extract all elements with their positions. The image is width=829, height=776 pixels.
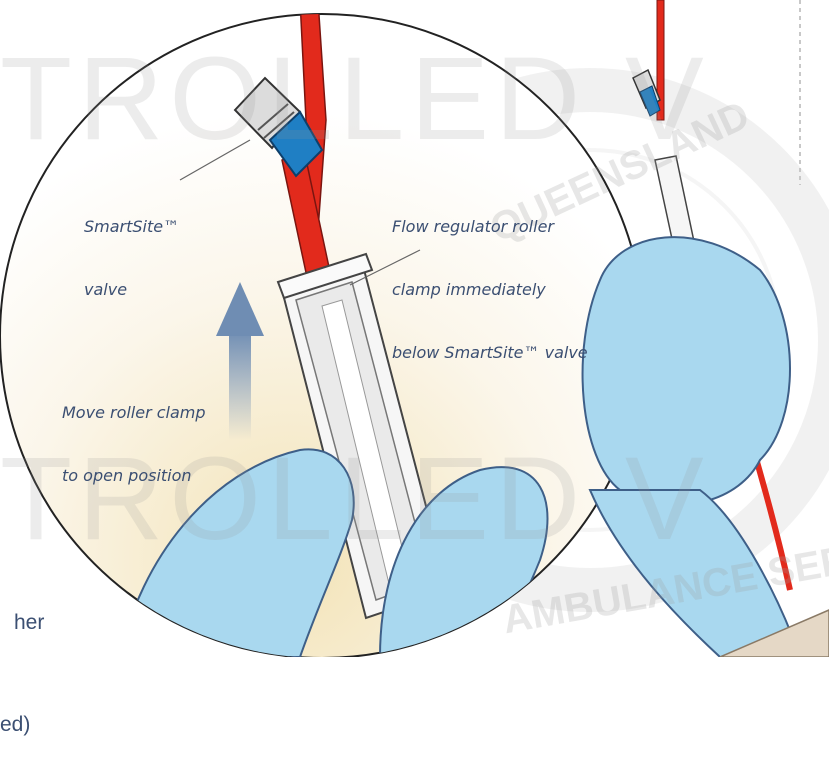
cropped-text-line-2: ed): [0, 708, 44, 742]
watermark-top: TROLLED V: [0, 40, 710, 158]
move-roller-clamp-label: Move roller clamp to open position: [62, 360, 206, 507]
move-clamp-line-2: to open position: [62, 465, 206, 486]
cropped-text-line-1: her: [0, 606, 44, 640]
flow-regulator-label: Flow regulator roller clamp immediately …: [392, 174, 588, 384]
flow-regulator-line-2: clamp immediately: [392, 279, 588, 300]
smartsite-valve-label: SmartSite™ valve: [84, 174, 179, 321]
move-clamp-line-1: Move roller clamp: [62, 402, 206, 423]
flow-regulator-line-3: below SmartSite™ valve: [392, 342, 588, 363]
smartsite-label-line-2: valve: [84, 279, 179, 300]
flow-regulator-line-1: Flow regulator roller: [392, 216, 588, 237]
cropped-side-text: her ed): [0, 538, 44, 776]
smartsite-label-line-1: SmartSite™: [84, 216, 179, 237]
